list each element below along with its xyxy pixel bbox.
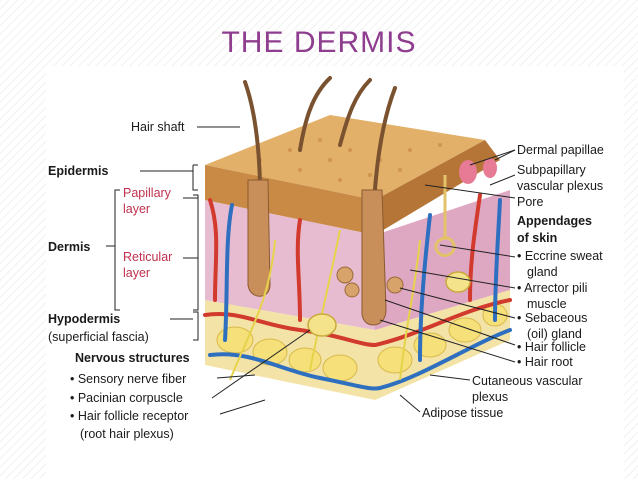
label-reticular-layer-1: Reticular bbox=[123, 250, 173, 264]
label-adipose-tissue: Adipose tissue bbox=[422, 406, 504, 420]
veins bbox=[208, 198, 512, 391]
label-sebaceous-2: (oil) gland bbox=[527, 327, 582, 341]
label-hair-root: • Hair root bbox=[517, 355, 573, 369]
label-arrector-2: muscle bbox=[527, 297, 567, 311]
hypodermis-layer bbox=[205, 290, 510, 400]
label-sebaceous-1: • Sebaceous bbox=[517, 311, 588, 325]
nerve-fibers bbox=[229, 229, 421, 381]
label-appendages-2: of skin bbox=[517, 231, 558, 245]
label-hair-follicle-receptor: • Hair follicle receptor bbox=[70, 409, 189, 423]
label-appendages-1: Appendages bbox=[517, 214, 593, 228]
label-subpapillary-1: Subpapillary bbox=[517, 163, 586, 177]
label-epidermis: Epidermis bbox=[48, 164, 109, 178]
sebaceous-gland bbox=[336, 266, 404, 298]
epidermis-top bbox=[205, 115, 485, 200]
hair-follicles bbox=[247, 179, 387, 326]
label-hair-follicle: • Hair follicle bbox=[517, 340, 586, 354]
label-hypodermis: Hypodermis bbox=[48, 312, 121, 326]
label-papillary-layer-1: Papillary bbox=[123, 186, 171, 200]
label-eccrine-2: gland bbox=[527, 265, 558, 279]
label-root-hair-plexus: (root hair plexus) bbox=[80, 427, 174, 441]
pacinian-corpuscle-2 bbox=[445, 271, 471, 293]
label-hair-shaft: Hair shaft bbox=[131, 120, 185, 134]
label-dermis: Dermis bbox=[48, 240, 91, 254]
leader-lines bbox=[106, 126, 516, 415]
label-cutaneous-1: Cutaneous vascular bbox=[472, 374, 583, 388]
sweat-gland bbox=[434, 175, 456, 257]
label-cutaneous-2: plexus bbox=[472, 390, 509, 404]
label-dermal-papillae: Dermal papillae bbox=[517, 143, 604, 157]
label-papillary-layer-2: layer bbox=[123, 202, 151, 216]
label-pore: Pore bbox=[517, 195, 544, 209]
label-eccrine-1: • Eccrine sweat bbox=[517, 249, 603, 263]
slide-title: THE DERMIS bbox=[221, 26, 417, 59]
label-nervous-structures: Nervous structures bbox=[75, 351, 190, 365]
label-subpapillary-2: vascular plexus bbox=[517, 179, 604, 193]
label-superficial-fascia: (superficial fascia) bbox=[48, 330, 149, 344]
label-arrector-1: • Arrector pili bbox=[517, 281, 588, 295]
arteries bbox=[203, 193, 512, 347]
label-reticular-layer-2: layer bbox=[123, 266, 151, 280]
label-sensory-nerve-fiber: • Sensory nerve fiber bbox=[70, 372, 187, 386]
pacinian-corpuscle bbox=[307, 313, 337, 337]
label-pacinian-corpuscle: • Pacinian corpuscle bbox=[70, 391, 183, 405]
dermal-papillae-shapes bbox=[459, 158, 497, 184]
